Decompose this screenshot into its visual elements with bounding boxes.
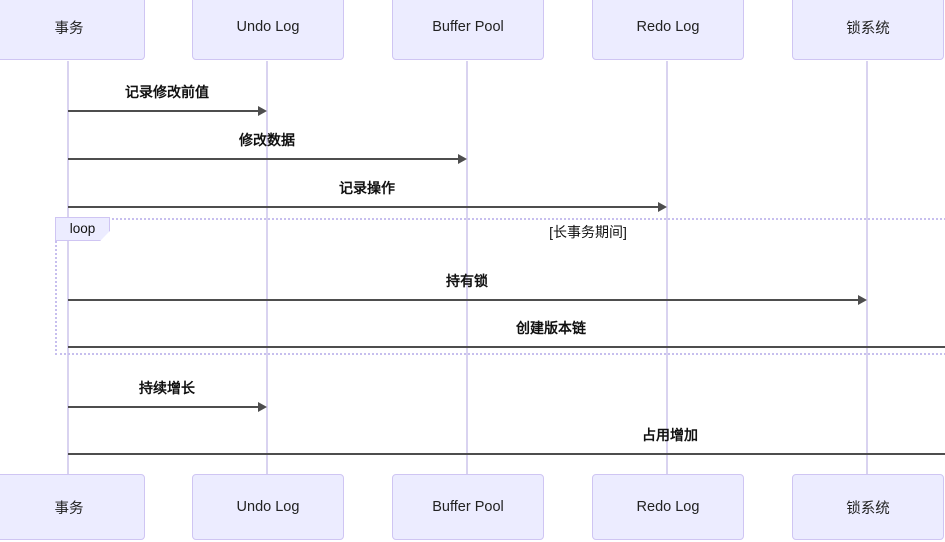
message-line — [68, 110, 259, 112]
actor-label: Buffer Pool — [432, 499, 504, 515]
message-label-record-operation: 记录操作 — [339, 180, 395, 196]
lifeline-lock-system — [866, 61, 868, 474]
actor-top-buffer-pool: Buffer Pool — [392, 0, 544, 60]
loop-label-tab: loop — [55, 217, 110, 241]
message-line — [68, 158, 459, 160]
message-label-modify-data: 修改数据 — [239, 132, 295, 148]
arrowhead-icon — [458, 154, 467, 164]
message-line — [68, 206, 659, 208]
actor-bottom-lock-system: 锁系统 — [792, 474, 944, 540]
actor-top-undo-log: Undo Log — [192, 0, 344, 60]
loop-label: loop — [69, 220, 96, 236]
message-label-hold-lock: 持有锁 — [446, 273, 488, 289]
message-label-record-pre-value: 记录修改前值 — [125, 84, 209, 100]
actor-label: Redo Log — [636, 19, 700, 35]
arrowhead-icon — [858, 295, 867, 305]
actor-bottom-redo-log: Redo Log — [592, 474, 744, 540]
actor-bottom-undo-log: Undo Log — [192, 474, 344, 540]
actor-top-lock-system: 锁系统 — [792, 0, 944, 60]
message-label-continuous-growth: 持续增长 — [139, 380, 195, 396]
actor-top-transaction: 事务 — [0, 0, 145, 60]
arrowhead-icon — [258, 106, 267, 116]
message-line — [68, 406, 259, 408]
message-line — [68, 299, 859, 301]
loop-condition: [长事务期间] — [549, 224, 627, 240]
arrowhead-icon — [658, 202, 667, 212]
actor-label: Buffer Pool — [432, 19, 504, 35]
actor-label: Redo Log — [636, 499, 700, 515]
message-line — [68, 346, 945, 348]
actor-label: 事务 — [54, 500, 84, 517]
message-label-occupation-increase: 占用增加 — [642, 427, 698, 443]
actor-label: 锁系统 — [846, 20, 890, 37]
actor-label: Undo Log — [236, 19, 300, 35]
message-line — [68, 453, 945, 455]
message-label-create-version-chain: 创建版本链 — [516, 320, 586, 336]
actor-top-redo-log: Redo Log — [592, 0, 744, 60]
actor-label: 锁系统 — [846, 500, 890, 517]
actor-label: Undo Log — [236, 499, 300, 515]
arrowhead-icon — [258, 402, 267, 412]
lifeline-undo-log — [266, 61, 268, 474]
lifeline-redo-log — [666, 61, 668, 474]
lifeline-buffer-pool — [466, 61, 468, 474]
loop-frame — [55, 218, 945, 355]
lifeline-transaction — [67, 61, 69, 474]
actor-bottom-buffer-pool: Buffer Pool — [392, 474, 544, 540]
actor-bottom-transaction: 事务 — [0, 474, 145, 540]
actor-label: 事务 — [54, 20, 84, 37]
